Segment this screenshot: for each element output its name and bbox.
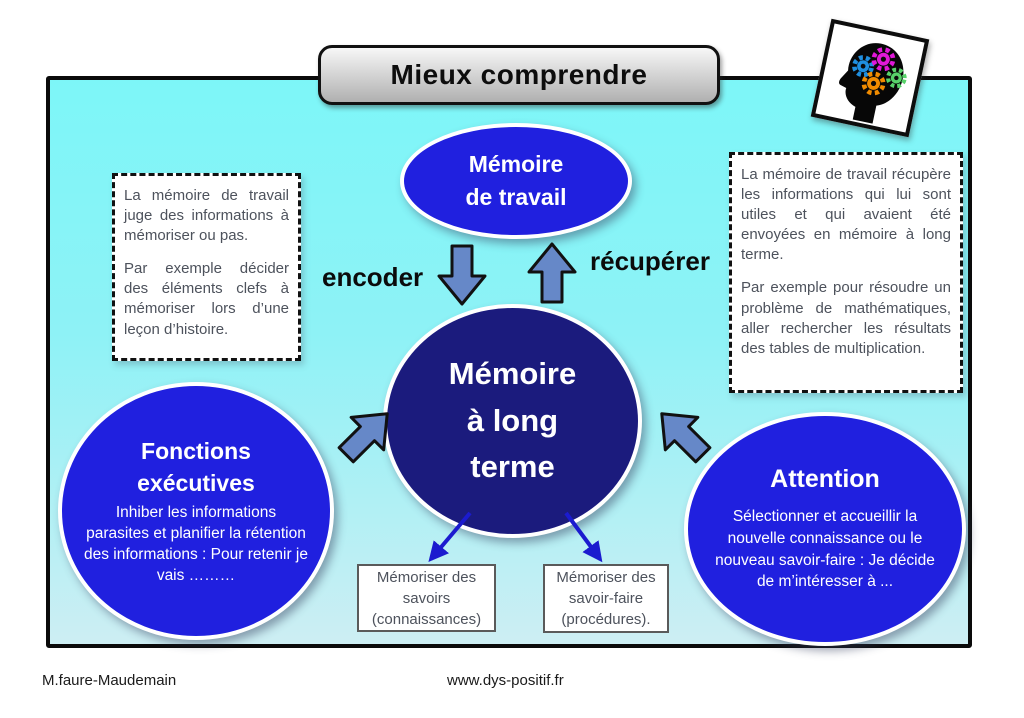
- node-long-term-memory: Mémoire à long terme: [383, 304, 642, 538]
- gear-green-icon: [885, 67, 907, 89]
- footer-author: M.faure-Maudemain: [42, 672, 177, 689]
- gear-orange-icon: [861, 71, 886, 96]
- node-executive-functions-body: Inhiber les informations parasites et pl…: [84, 504, 308, 585]
- note-left-paragraph-2: Par exemple décider des éléments clefs à…: [124, 260, 289, 338]
- page-title: Mieux comprendre: [390, 59, 648, 90]
- footer-site-url: www.dys-positif.fr: [447, 672, 564, 689]
- title-banner: Mieux comprendre: [318, 45, 720, 105]
- node-long-term-memory-label: Mémoire à long terme: [448, 356, 577, 485]
- node-attention: Attention Sélectionner et accueillir la …: [684, 412, 966, 646]
- note-right-paragraph-2: Par exemple pour résoudre un problème de…: [741, 279, 951, 357]
- head-gears-icon: [839, 43, 907, 124]
- encode-arrow-label: encoder: [322, 262, 424, 292]
- node-executive-functions: Fonctions exécutives Inhiber les informa…: [58, 382, 334, 640]
- box-memorize-knowledge: Mémoriser des savoirs (connaissances): [357, 564, 496, 632]
- gear-blue-icon: [852, 55, 875, 78]
- node-executive-functions-title: Fonctions exécutives: [137, 437, 255, 497]
- note-working-memory-retrieves: La mémoire de travail récupère les infor…: [729, 152, 963, 393]
- box-memorize-knowhow: Mémoriser des savoir-faire (procédures).: [543, 564, 669, 633]
- retrieve-arrow-label: récupérer: [590, 246, 710, 276]
- node-working-memory: Mémoire de travail: [400, 123, 632, 239]
- note-left-paragraph-1: La mémoire de travail juge des informati…: [124, 187, 289, 245]
- node-working-memory-label: Mémoire de travail: [465, 150, 567, 210]
- note-working-memory-judges: La mémoire de travail juge des informati…: [112, 173, 301, 361]
- note-right-paragraph-1: La mémoire de travail récupère les infor…: [741, 166, 951, 264]
- node-attention-body: Sélectionner et accueillir la nouvelle c…: [715, 508, 935, 591]
- node-attention-title: Attention: [770, 465, 880, 494]
- box-memorize-knowledge-label: Mémoriser des savoirs (connaissances): [371, 568, 482, 628]
- box-memorize-knowhow-label: Mémoriser des savoir-faire (procédures).: [556, 569, 656, 628]
- head-gears-card: [810, 18, 930, 138]
